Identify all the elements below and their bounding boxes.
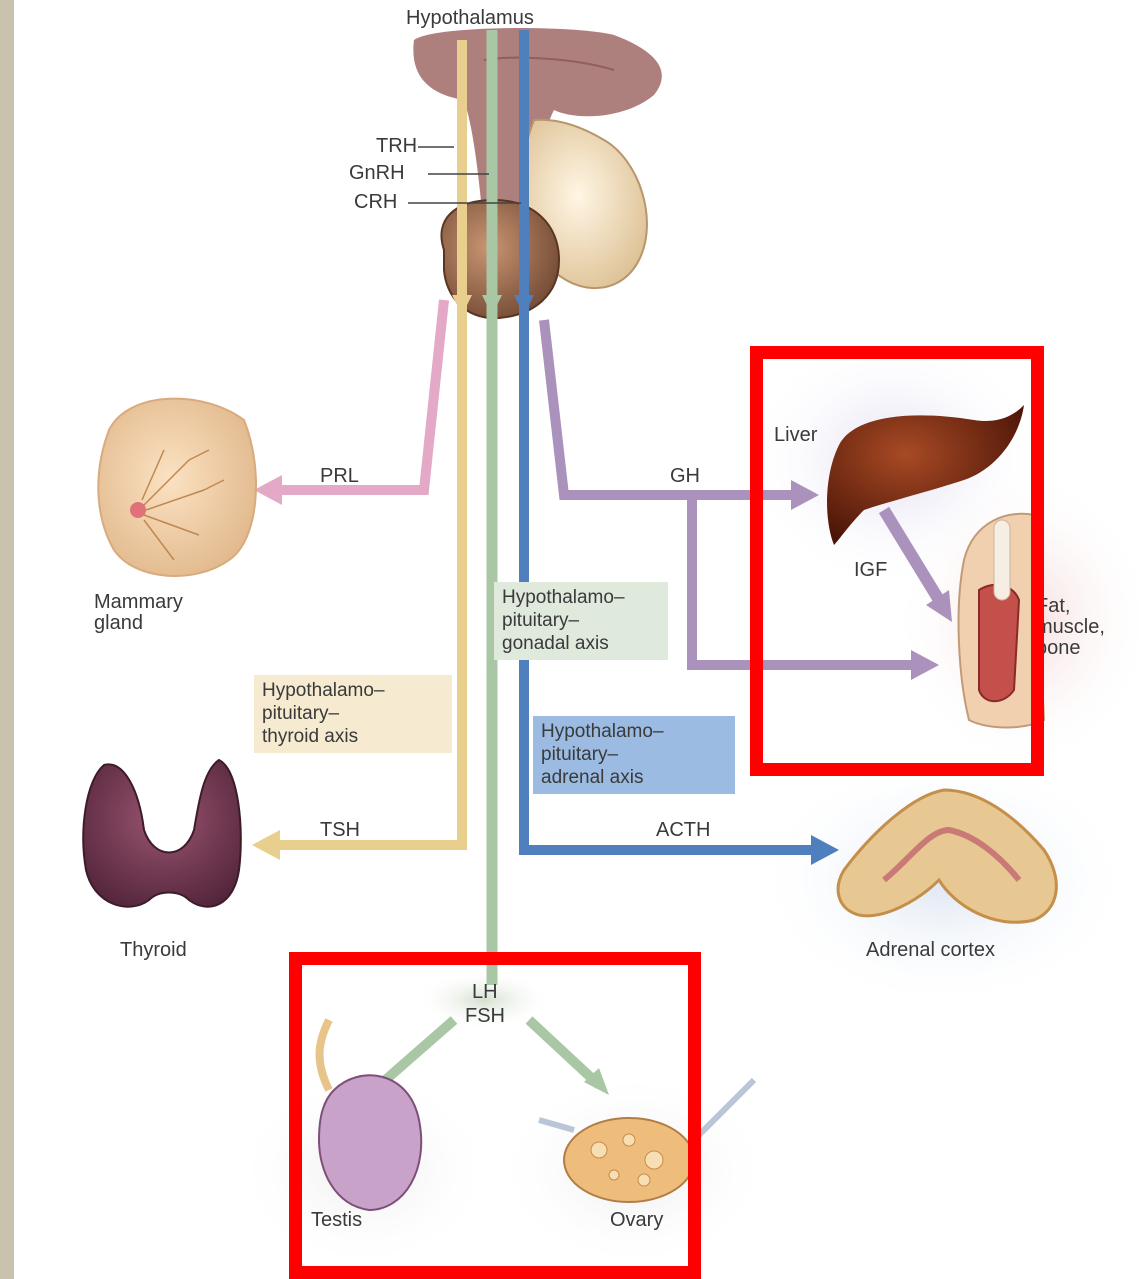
label-acth: ACTH	[656, 820, 710, 841]
highlight-box-liver-muscle	[750, 346, 1044, 776]
mammary-organ	[98, 399, 256, 576]
label-trh: TRH	[376, 136, 417, 157]
label-mammary-gland: Mammary gland	[94, 592, 183, 634]
label-adrenal-cortex: Adrenal cortex	[866, 940, 995, 961]
label-gh: GH	[670, 466, 700, 487]
diagram-canvas: Hypothalamus TRH GnRH CRH PRL Mammary gl…	[14, 0, 1144, 1279]
label-gnrh: GnRH	[349, 163, 405, 184]
prl-path	[274, 300, 444, 490]
label-fat-muscle-bone: Fat, muscle, bone	[1036, 596, 1105, 659]
label-prl: PRL	[320, 466, 359, 487]
thyroid-axis-box: Hypothalamo– pituitary– thyroid axis	[254, 675, 452, 753]
tsh-path	[274, 250, 462, 845]
prl-arrowhead	[254, 475, 282, 505]
label-crh: CRH	[354, 192, 397, 213]
tsh-arrowhead	[252, 830, 280, 860]
adrenal-axis-box: Hypothalamo– pituitary– adrenal axis	[533, 716, 735, 794]
label-tsh: TSH	[320, 820, 360, 841]
highlight-box-gonads	[289, 952, 701, 1279]
gonadal-axis-box: Hypothalamo– pituitary– gonadal axis	[494, 582, 668, 660]
label-thyroid: Thyroid	[120, 940, 187, 961]
thyroid-organ	[83, 760, 240, 907]
label-hypothalamus: Hypothalamus	[406, 8, 534, 29]
